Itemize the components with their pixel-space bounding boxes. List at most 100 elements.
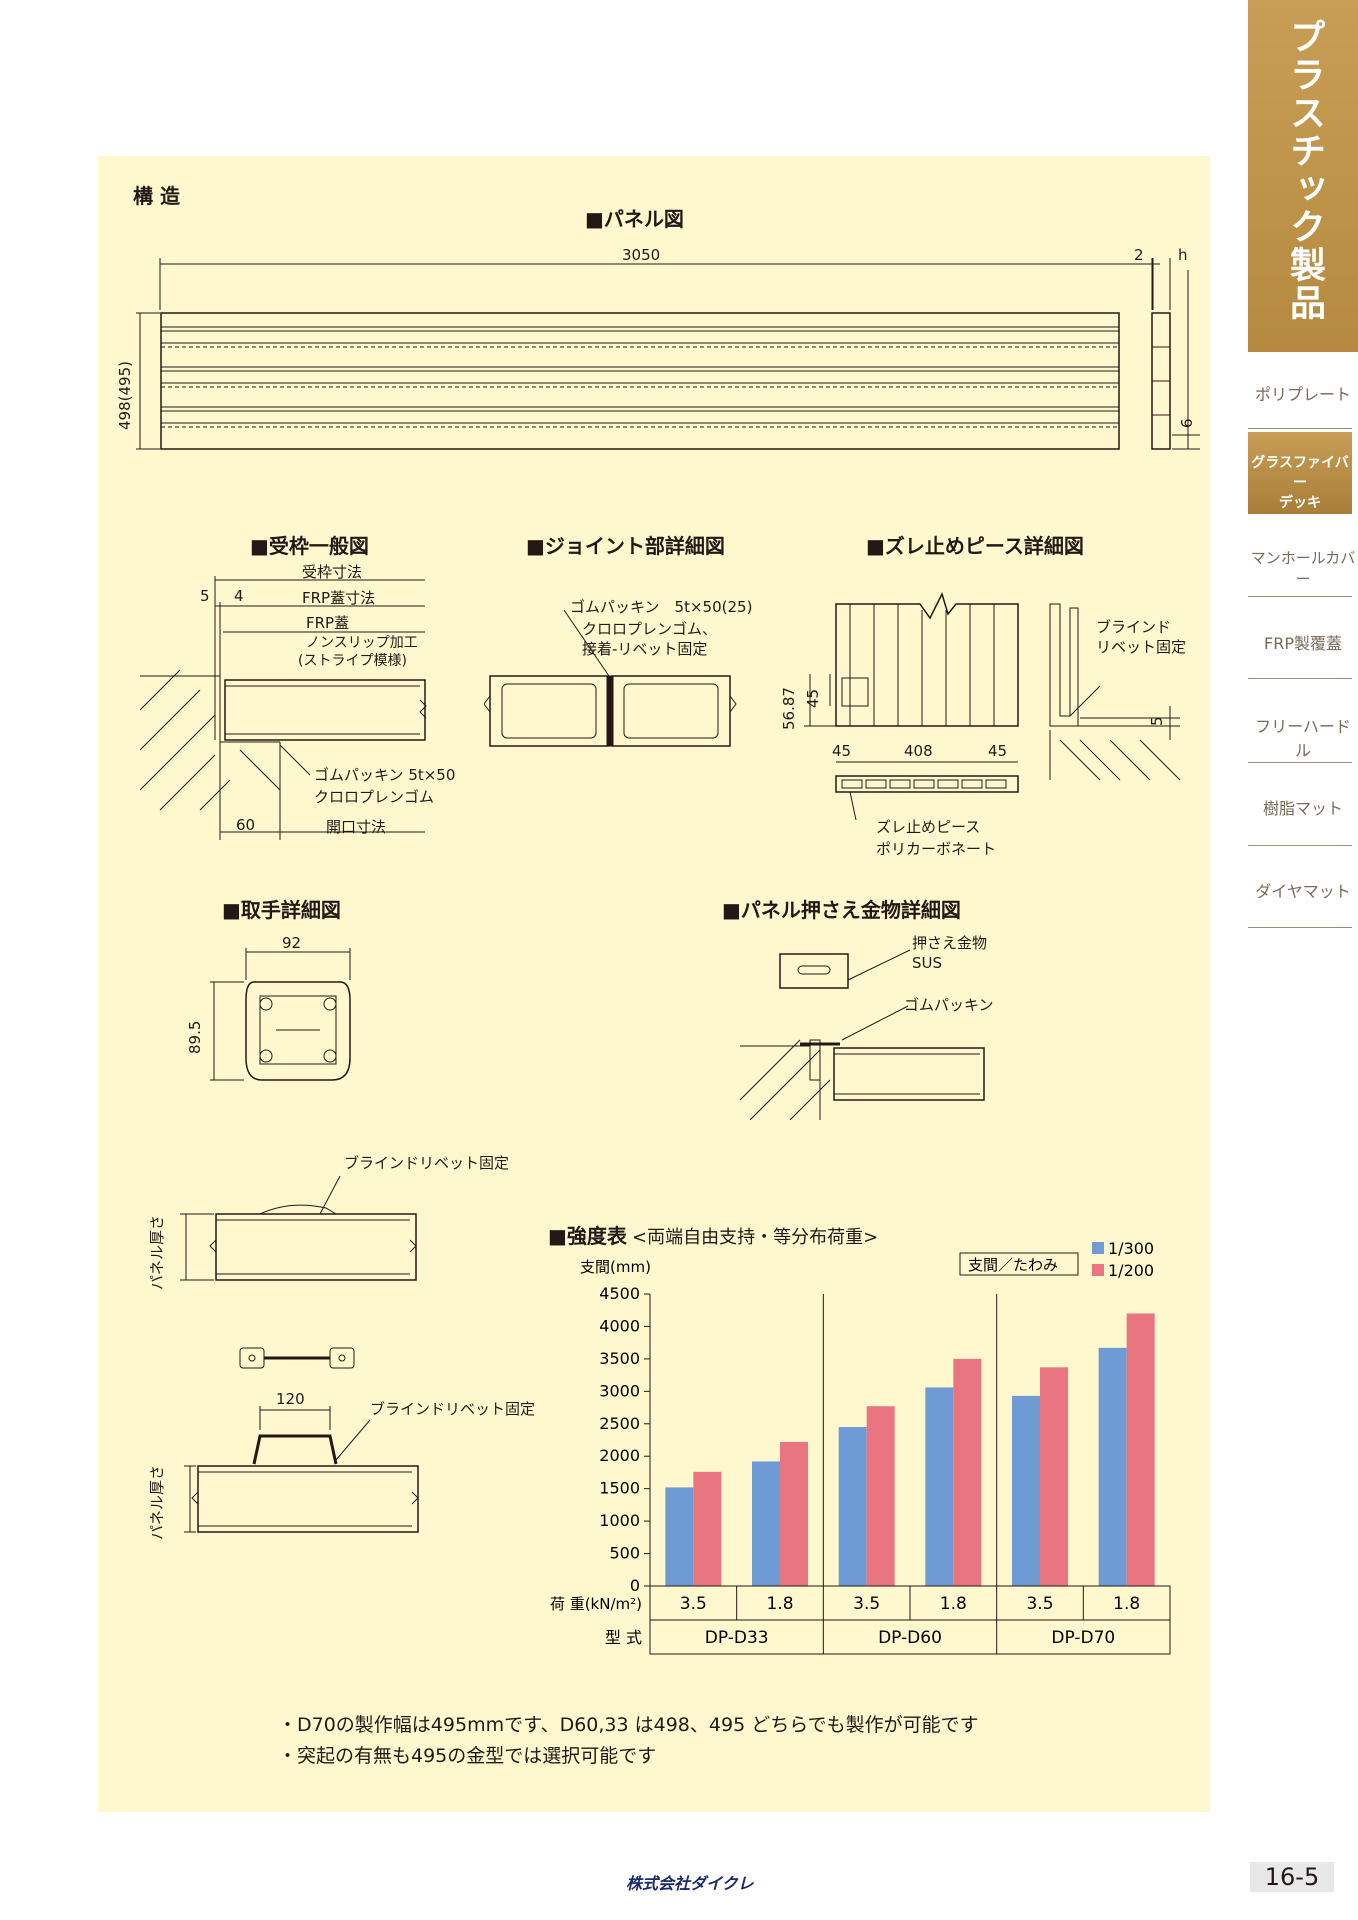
- stopper-piece-label-1: ズレ止めピース: [876, 818, 981, 836]
- panel-diagram: [136, 258, 1200, 450]
- y-tick-label: 2000: [599, 1446, 640, 1465]
- clamp-diagram: [739, 949, 985, 1120]
- load-value: 3.5: [680, 1594, 707, 1614]
- clamp-packing-label: ゴムパッキン: [904, 996, 994, 1014]
- sidebar-item-diamond-mat[interactable]: ダイヤマット: [1255, 882, 1351, 901]
- frame-packing-label-1: ゴムパッキン 5t×50: [314, 766, 456, 784]
- frame-packing-label-2: クロロプレンゴム: [314, 788, 435, 806]
- y-tick-label: 2500: [599, 1414, 640, 1433]
- legend-box: [959, 1252, 1079, 1276]
- load-row-label: 荷 重(kN/m²): [550, 1595, 642, 1613]
- sidebar-item-manhole-cover[interactable]: マンホールカバー: [1250, 549, 1356, 588]
- y-tick-label: 1000: [599, 1511, 640, 1530]
- sidebar-active-line-2: デッキ: [1279, 495, 1321, 511]
- stopper-dim-5687: 56.87: [780, 687, 798, 730]
- joint-note-1: クロロプレンゴム、: [582, 620, 718, 638]
- load-value: 1.8: [940, 1594, 967, 1614]
- joint-note-2: 接着-リベット固定: [582, 640, 708, 658]
- y-tick-label: 4500: [599, 1284, 640, 1303]
- y-tick-label: 0: [630, 1576, 640, 1595]
- panel-dim-6: 6: [1178, 418, 1196, 428]
- panel-width-dim: 498(495): [116, 361, 134, 430]
- bar-1-300: [838, 1427, 867, 1586]
- company-logo: 株式会社ダイクレ: [626, 1874, 754, 1893]
- sidebar-category-label: プラスチック製品: [1284, 18, 1325, 322]
- handle-rivet-label-1: ブラインドリベット固定: [344, 1154, 510, 1172]
- chart-subtitle: <両端自由支持・等分布荷重>: [632, 1227, 879, 1248]
- stopper-piece-label-2: ポリカーボネート: [876, 840, 997, 858]
- y-tick-label: 500: [609, 1544, 640, 1563]
- bar-1-200: [953, 1358, 982, 1586]
- clamp-label-2: SUS: [912, 954, 943, 972]
- y-tick-label: 3500: [599, 1349, 640, 1368]
- panel-dim-2: 2: [1134, 246, 1144, 264]
- frp-cover-label: FRP蓋: [306, 614, 350, 632]
- bar-1-200: [1040, 1367, 1068, 1586]
- frame-diagram: [140, 576, 427, 840]
- bar-1-300: [665, 1487, 694, 1586]
- legend-swatch: [1092, 1242, 1104, 1254]
- frame-dim-5: 5: [200, 587, 210, 605]
- bar-1-200: [693, 1471, 722, 1586]
- y-tick-label: 4000: [599, 1316, 640, 1335]
- y-axis-label: 支間(mm): [580, 1258, 651, 1276]
- load-value: 1.8: [766, 1594, 793, 1614]
- model-name: DP-D70: [1051, 1628, 1115, 1648]
- panel-thickness-label-1: パネル厚さ: [148, 1214, 166, 1290]
- section-label: 構 造: [133, 184, 180, 208]
- handle-plan-view: [239, 1347, 355, 1369]
- load-value: 1.8: [1113, 1594, 1140, 1614]
- model-name: DP-D60: [878, 1628, 942, 1648]
- stopper-dim-45b: 45: [988, 742, 1008, 760]
- sidebar-category-tab[interactable]: [1248, 0, 1358, 352]
- sidebar-item-free-hurdle[interactable]: フリーハードル: [1255, 717, 1351, 760]
- clamp-label-1: 押さえ金物: [912, 934, 988, 952]
- opening-dim-label: 開口寸法: [326, 818, 387, 836]
- bar-1-300: [925, 1387, 954, 1586]
- nonslip-label-1: ノンスリップ加工: [306, 635, 418, 651]
- sidebar-divider: [1248, 845, 1352, 846]
- frame-dim-60: 60: [236, 816, 256, 834]
- chart-heading: ■強度表 <両端自由支持・等分布荷重>: [548, 1220, 878, 1249]
- handle-rivet-label-2: ブラインドリベット固定: [370, 1400, 536, 1418]
- note-1: ・D70の製作幅は495mmです、D60,33 は498、495 どちらでも製作…: [278, 1714, 979, 1736]
- y-tick-label: 1500: [599, 1479, 640, 1498]
- joint-diagram-title: ■ジョイント部詳細図: [526, 534, 725, 558]
- stopper-dim-45a: 45: [832, 742, 852, 760]
- stopper-blind-label-2: リベット固定: [1096, 638, 1187, 656]
- stopper-dim-5: 5: [1148, 716, 1166, 726]
- bar-1-300: [752, 1461, 780, 1586]
- panel-dim-h: h: [1178, 246, 1188, 264]
- handle-diagram-title: ■取手詳細図: [222, 898, 341, 922]
- legend-entry: 1/300: [1108, 1239, 1154, 1258]
- clamp-diagram-title: ■パネル押さえ金物詳細図: [722, 898, 961, 922]
- sidebar-item-glassfiber-deck[interactable]: グラスファイバー デッキ: [1248, 432, 1352, 514]
- bar-1-200: [780, 1441, 808, 1586]
- model-name: DP-D33: [705, 1628, 769, 1648]
- panel-thickness-label-2: パネル厚さ: [148, 1464, 166, 1540]
- y-tick-label: 3000: [599, 1381, 640, 1400]
- sidebar-active-line-1: グラスファイバー: [1251, 455, 1349, 491]
- legend-swatch: [1092, 1264, 1104, 1276]
- panel-length-dim: 3050: [622, 246, 661, 264]
- stopper-dim-408: 408: [904, 742, 933, 760]
- stopper-blind-label-1: ブラインド: [1096, 618, 1172, 636]
- sidebar-divider: [1248, 927, 1352, 928]
- sidebar-item-frp-cover[interactable]: FRP製覆蓋: [1264, 634, 1342, 653]
- legend-box-label: 支間／たわみ: [968, 1256, 1058, 1274]
- sidebar-divider: [1248, 678, 1352, 679]
- model-row-label: 型 式: [605, 1628, 642, 1647]
- sidebar-item-polyplate[interactable]: ポリプレート: [1254, 385, 1351, 404]
- handle-side-view-2: [184, 1406, 419, 1533]
- chart-title: ■強度表: [548, 1224, 627, 1248]
- sidebar-item-resin-mat[interactable]: 樹脂マット: [1262, 799, 1343, 818]
- handle-dim-92: 92: [282, 934, 302, 952]
- joint-diagram: [484, 609, 737, 747]
- frp-dim-label: FRP蓋寸法: [302, 589, 376, 607]
- sidebar-divider: [1248, 596, 1352, 597]
- handle-dim-120: 120: [276, 1390, 305, 1408]
- nonslip-label-2: (ストライプ模様): [298, 653, 407, 669]
- sidebar-divider: [1248, 762, 1352, 763]
- note-2: ・突起の有無も495の金型では選択可能です: [278, 1745, 657, 1767]
- handle-dim-895: 89.5: [186, 1020, 204, 1054]
